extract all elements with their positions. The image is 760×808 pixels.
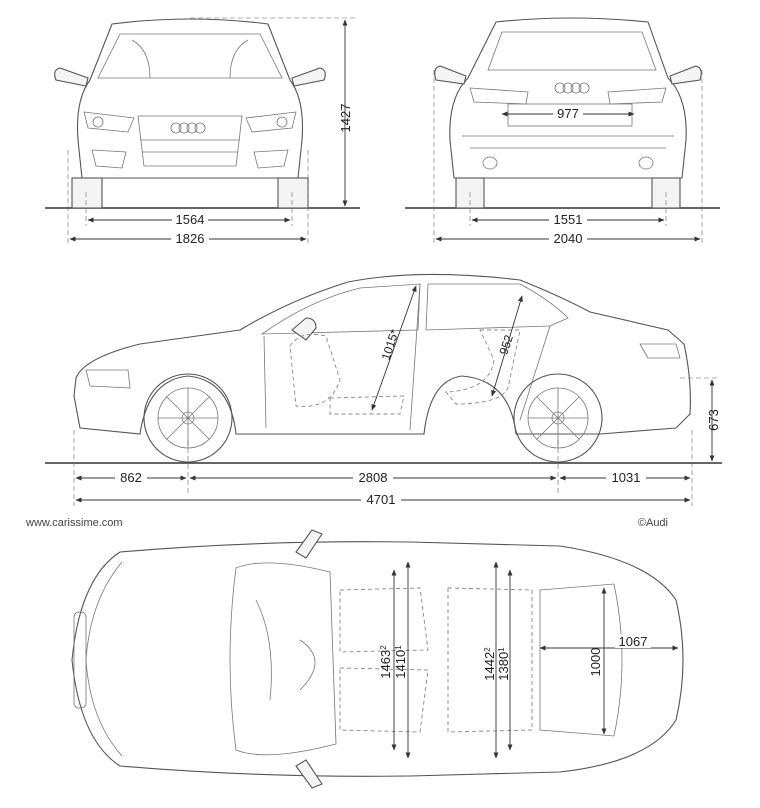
rear-body <box>449 17 687 179</box>
side-headlight <box>85 369 131 389</box>
rear-mirror-width-label-bg <box>549 231 587 245</box>
rear-shoulder-label: 14422 <box>482 647 497 681</box>
front-fog-lights <box>91 149 289 169</box>
sill-height-label: 673 <box>706 409 721 431</box>
front-view: 1427 1564 1826 <box>45 17 360 246</box>
website-credit: www.carissime.com <box>25 517 123 529</box>
front-grille-bars <box>140 139 240 153</box>
wheelbase-label-bg <box>353 470 393 484</box>
top-front-seats <box>339 587 429 733</box>
front-overhang-label-bg <box>115 470 147 484</box>
top-steering-area <box>255 599 316 701</box>
rear-headroom-label: 952 <box>496 333 516 357</box>
front-headroom-label: 1015* <box>379 327 402 361</box>
side-rear-seat-outline <box>445 329 521 405</box>
side-taillight <box>639 343 681 359</box>
rear-audi-rings-icon <box>554 82 590 94</box>
overall-length-label-bg <box>361 492 401 506</box>
front-body <box>76 18 304 179</box>
rear-right-exhaust <box>638 156 654 170</box>
rear-track-label: 1551 <box>554 212 583 227</box>
top-body <box>71 541 684 777</box>
side-view: 1015* 952 673 862 2808 1031 4701 <box>45 273 722 507</box>
rear-plate-label: 977 <box>557 106 579 121</box>
top-hood-line <box>85 561 123 757</box>
copyright-credit: ©Audi <box>638 517 668 529</box>
front-track-label-bg <box>172 212 208 226</box>
front-overhang-label: 862 <box>120 470 142 485</box>
rear-elbow-label: 13801 <box>496 647 511 681</box>
overall-length-label: 4701 <box>367 492 396 507</box>
rear-overhang-label-bg <box>606 470 646 484</box>
front-left-headlight <box>83 111 135 133</box>
top-trunk-lid <box>539 583 623 737</box>
trunk-width-label: 1000 <box>588 648 603 677</box>
top-rear-bench <box>447 587 533 733</box>
front-headroom-dim-line <box>371 285 417 411</box>
front-right-headlight <box>245 111 297 133</box>
rear-view: 977 1551 2040 <box>405 17 720 246</box>
side-body <box>73 273 691 435</box>
front-right-tire <box>277 177 309 209</box>
top-windshield <box>229 562 337 756</box>
rear-overhang-label: 1031 <box>612 470 641 485</box>
trunk-length-label-bg <box>615 634 651 648</box>
trunk-length-label: 1067 <box>619 634 648 649</box>
rear-left-mirror <box>434 65 467 85</box>
front-windshield <box>97 33 283 79</box>
front-left-tire <box>71 177 103 209</box>
front-shoulder-label: 14632 <box>378 645 393 679</box>
side-door-lines <box>263 283 551 431</box>
top-right-mirror <box>295 759 323 789</box>
side-mirror <box>291 317 317 341</box>
front-width-label-bg <box>171 231 209 245</box>
rear-track-label-bg <box>549 212 587 226</box>
rear-right-mirror <box>669 65 702 85</box>
front-left-mirror <box>54 67 89 87</box>
rear-headroom-dim-line <box>491 295 523 397</box>
front-height-label: 1427 <box>338 104 353 133</box>
rear-window <box>487 31 657 71</box>
front-right-lamp <box>276 116 288 128</box>
front-seats <box>131 39 249 79</box>
front-left-lamp <box>92 116 104 128</box>
front-audi-rings-icon <box>170 122 206 134</box>
rear-bumper-lines <box>462 135 674 149</box>
front-elbow-label: 14101 <box>393 645 408 679</box>
top-grille <box>73 611 87 709</box>
rear-plate-label-bg <box>553 106 583 120</box>
rear-taillights <box>469 87 667 105</box>
front-right-mirror <box>291 67 326 87</box>
rear-mirror-width-label: 2040 <box>554 231 583 246</box>
side-front-wheel <box>143 373 233 463</box>
wheelbase-label: 2808 <box>359 470 388 485</box>
front-track-label: 1564 <box>176 212 205 227</box>
top-left-mirror <box>295 529 323 559</box>
front-grille <box>137 115 243 167</box>
front-width-label: 1826 <box>176 231 205 246</box>
top-view: 14632 14101 14422 13801 1067 1000 <box>71 529 684 789</box>
rear-left-exhaust <box>482 156 498 170</box>
